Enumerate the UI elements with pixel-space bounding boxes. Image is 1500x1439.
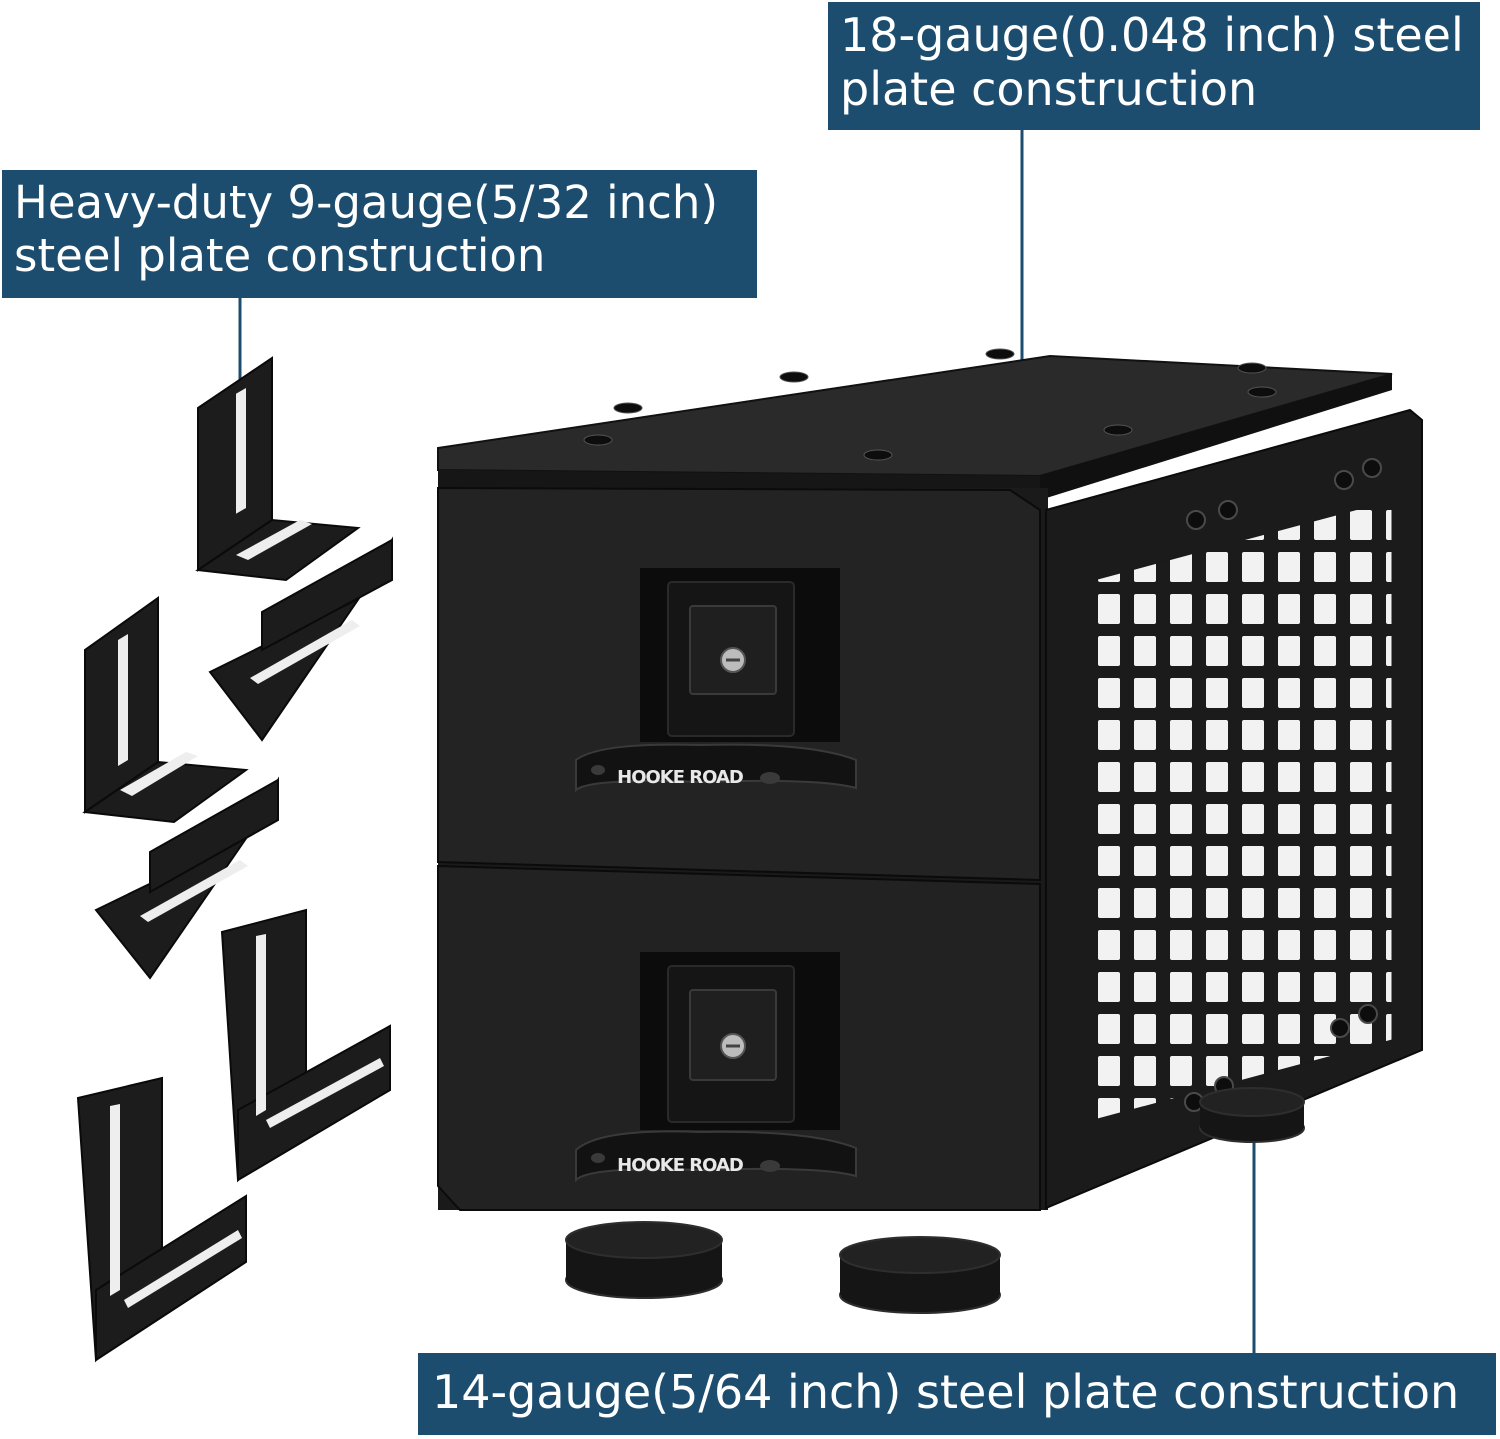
callout-top-18-gauge: 18-gauge(0.048 inch) steel plate constru…	[828, 2, 1480, 130]
mounting-brackets	[76, 356, 393, 1363]
drawer-unit: HOOKE ROAD HOOKE ROAD	[437, 348, 1423, 1314]
callout-left-line-2: steel plate construction	[14, 229, 546, 283]
rubber-feet	[565, 1087, 1305, 1314]
handle-brand-top: HOOKE ROAD	[617, 767, 743, 788]
bracket-4	[94, 776, 279, 980]
callout-top-line-2: plate construction	[840, 62, 1258, 117]
callout-left-line-1: Heavy-duty 9-gauge(5/32 inch)	[14, 176, 719, 229]
handle-top	[575, 743, 857, 793]
top-plate-bolts	[583, 348, 1277, 461]
callout-left-9-gauge: Heavy-duty 9-gauge(5/32 inch) steel plat…	[2, 170, 757, 298]
bracket-3	[82, 596, 249, 824]
bracket-6	[76, 1076, 247, 1363]
bracket-1	[195, 356, 361, 582]
handle-bottom	[575, 1130, 857, 1183]
top-plate-side-edge	[1040, 374, 1392, 500]
drawer-bottom: HOOKE ROAD	[437, 864, 1041, 1211]
callout-bottom-14-gauge: 14-gauge(5/64 inch) steel plate construc…	[418, 1353, 1496, 1435]
side-bolts	[1184, 458, 1382, 1112]
callout-bottom-line-1: 14-gauge(5/64 inch) steel plate construc…	[432, 1365, 1460, 1419]
drawer-top: HOOKE ROAD	[437, 486, 1041, 882]
callout-top-line-1: 18-gauge(0.048 inch) steel	[840, 8, 1464, 62]
bracket-2	[208, 536, 393, 742]
side-molle-panel	[1045, 408, 1423, 1210]
handle-brand-bottom: HOOKE ROAD	[617, 1155, 743, 1176]
bracket-5	[220, 908, 391, 1183]
